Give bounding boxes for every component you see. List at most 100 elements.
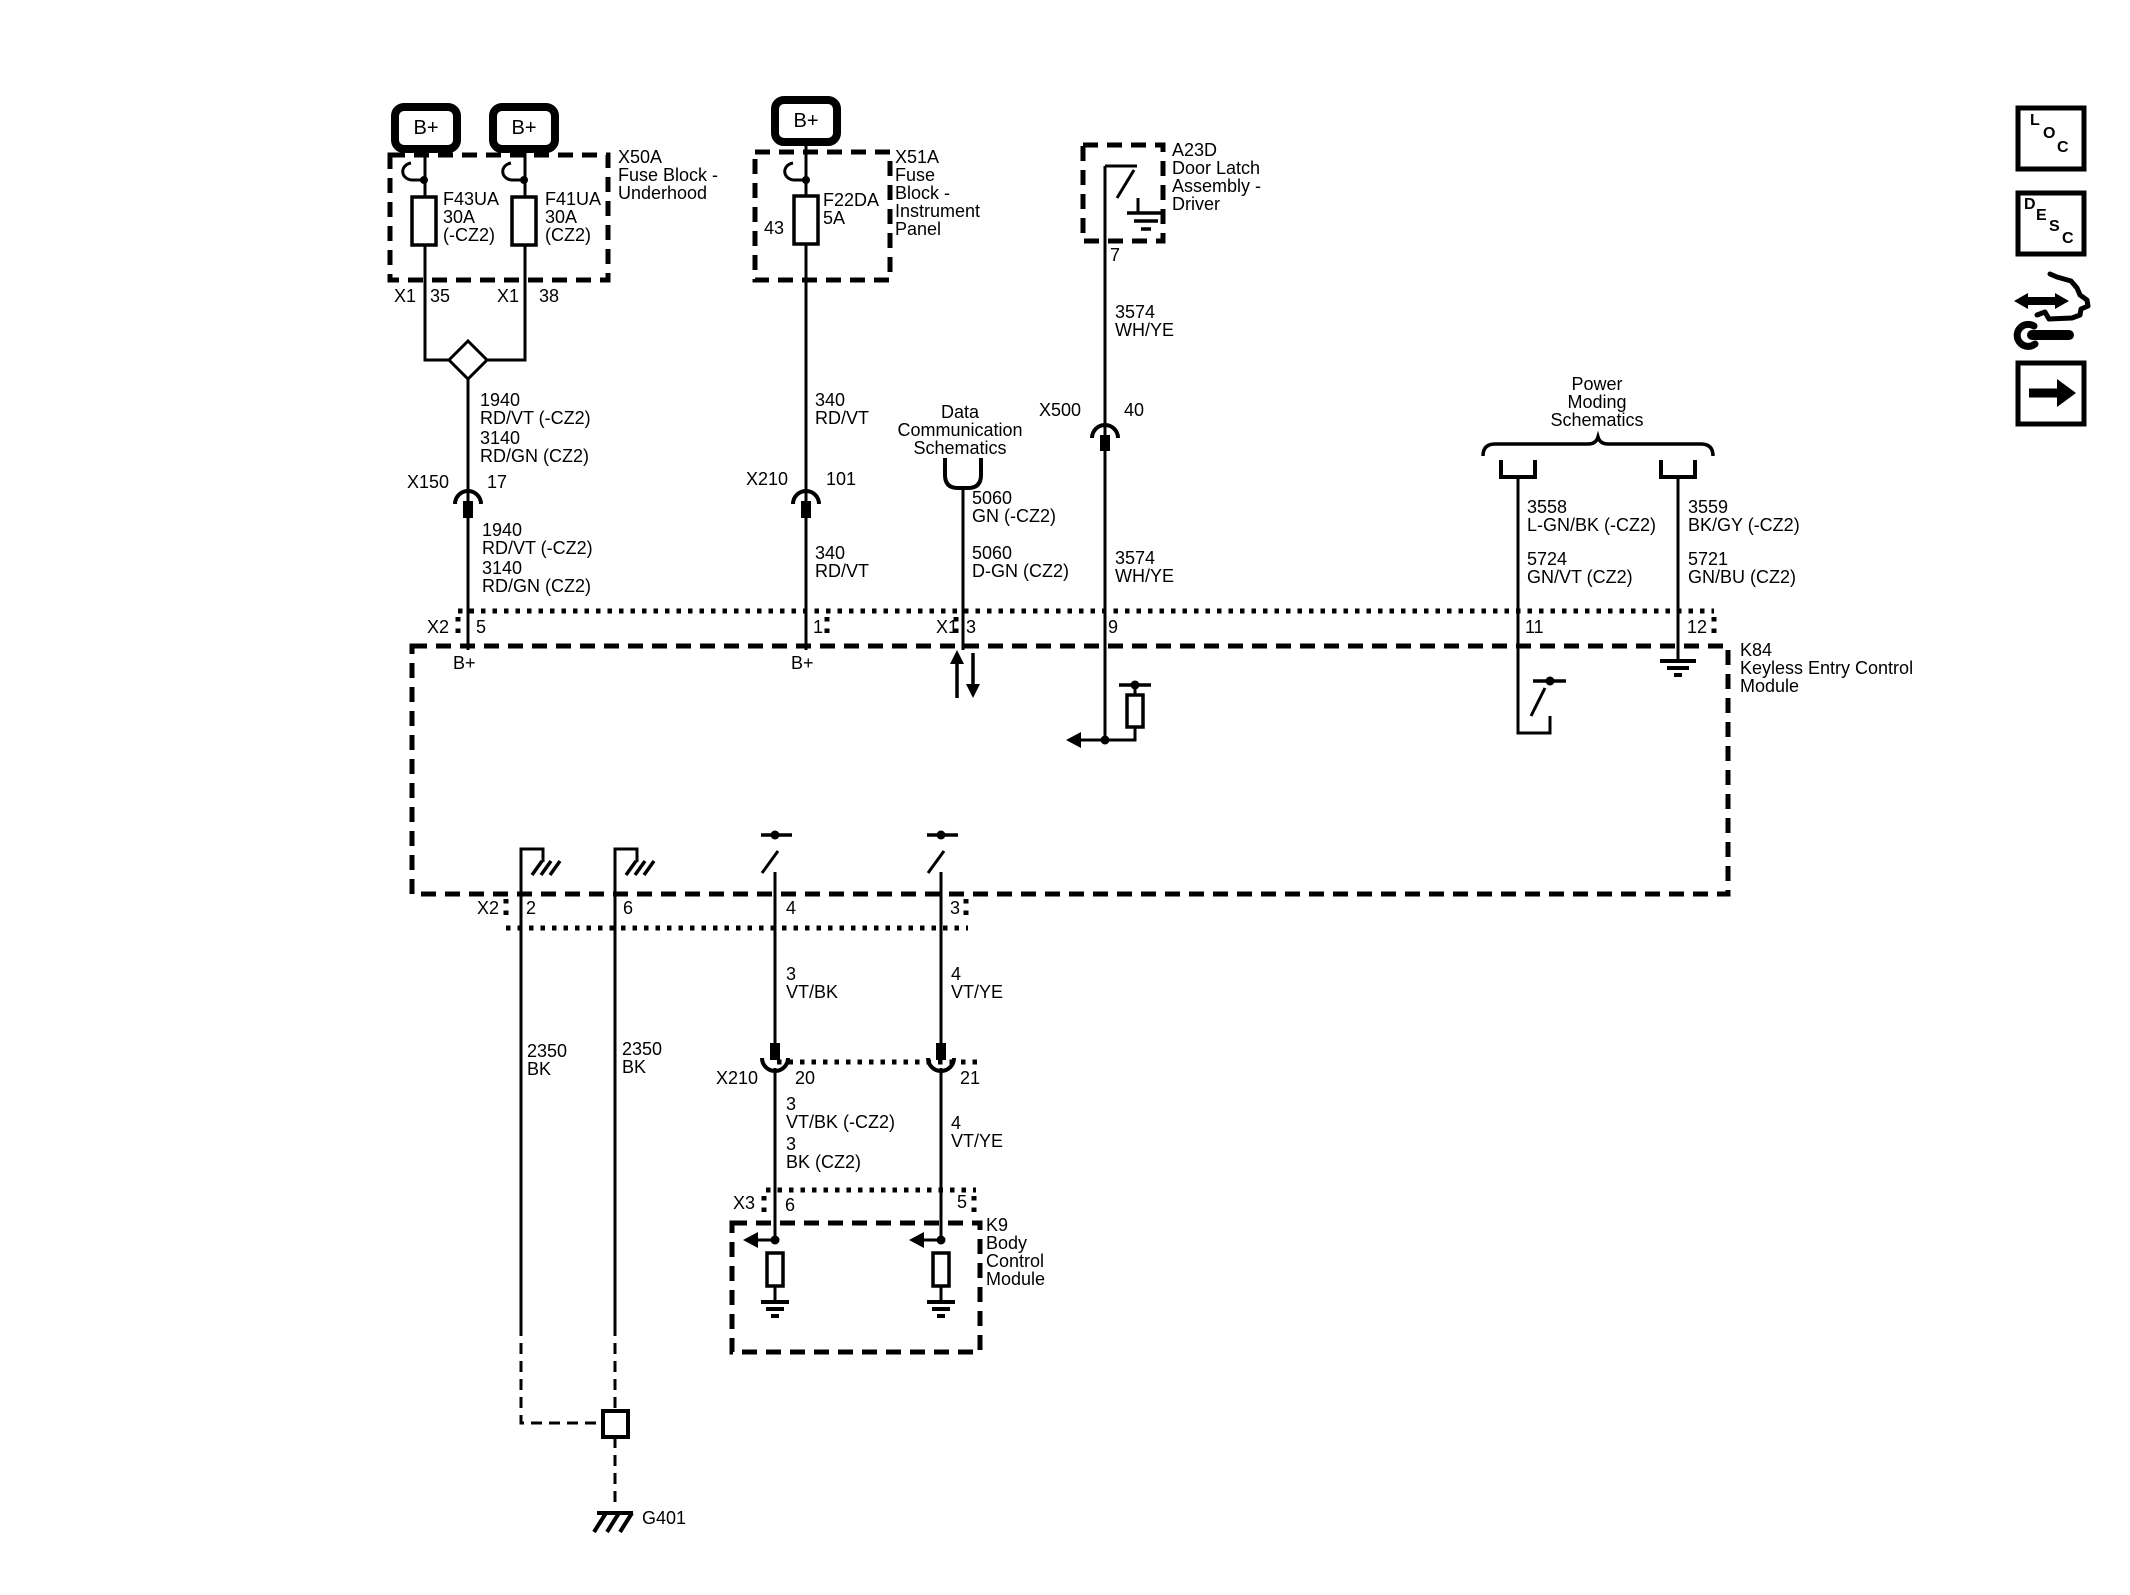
- connector-x210-lower-20: [760, 1043, 790, 1073]
- x210-upper-pin-num: 101: [826, 469, 857, 489]
- k9-module-box: [729, 1220, 983, 1355]
- x150-pin-num: 17: [487, 472, 508, 492]
- connector-x210-lower-21: [926, 1043, 956, 1073]
- k84-bottom-conn-x2: X2: [477, 898, 500, 918]
- k9-conn-x3: X3: [733, 1193, 756, 1213]
- ground-splice-block: [601, 1409, 630, 1439]
- bplus-terminal-label: B+: [793, 110, 819, 132]
- pin3-switch: [926, 830, 958, 874]
- k84-pin-11: 11: [1525, 617, 1544, 637]
- k84-top-conn-x1: X1: [936, 617, 959, 637]
- loc-icon: C: [2057, 139, 2069, 156]
- k84-module-box: [409, 643, 1731, 897]
- k84-top-conn-x2: X2: [427, 617, 450, 637]
- k9-pin-6: 6: [785, 1195, 796, 1215]
- x50a-pin2-num: 38: [539, 286, 560, 306]
- x500-connector-name: X500: [1039, 400, 1082, 420]
- pin11-switch: [1529, 676, 1566, 717]
- k84-pin-12: 12: [1687, 617, 1708, 637]
- loc-icon: O: [2043, 125, 2056, 142]
- k84-pin-3: 3: [966, 617, 977, 637]
- data-comm-stub: [943, 458, 983, 490]
- k84-pin-5: 5: [476, 617, 487, 637]
- k84-interior-symbols: [530, 650, 1696, 877]
- k9-input-6: [743, 1232, 789, 1318]
- power-moding-stub-left: [1499, 460, 1537, 479]
- x50a-pin1-num: 35: [430, 286, 451, 306]
- fuse-f43ua-symbol: [401, 161, 438, 247]
- pin9-input-driver: [1066, 680, 1151, 748]
- x51a-fuse-block-box: [752, 149, 893, 283]
- loc-button-frame[interactable]: [2015, 105, 2087, 172]
- k84-pin-2: 2: [526, 898, 537, 918]
- k84-pin-6: 6: [623, 898, 634, 918]
- pin4-switch: [760, 830, 792, 874]
- next-page-button[interactable]: [2015, 360, 2087, 427]
- k9-pin-5: 5: [957, 1192, 968, 1212]
- data-bidirectional-arrows: [950, 650, 980, 698]
- wires-dashed: [519, 1325, 617, 1509]
- fuse-f22da-symbol: [783, 161, 820, 246]
- bplus-terminal-label: B+: [511, 117, 537, 139]
- bplus-terminal-label: B+: [413, 117, 439, 139]
- power-moding-stub-right: [1659, 460, 1697, 479]
- x50a-pin1-conn: X1: [394, 286, 417, 306]
- k9-input-5: [909, 1232, 955, 1318]
- car-outline: [2034, 271, 2091, 322]
- a23d-switch-symbol: [1105, 164, 1165, 231]
- x50a-fuse-block-box: [387, 152, 611, 283]
- k84-pin-4: 4: [786, 898, 797, 918]
- k84-bplus-left: B+: [453, 653, 476, 673]
- diagnostic-car-icon[interactable]: [2013, 271, 2091, 350]
- pin2-chassis-ground: [530, 859, 562, 877]
- x210-lower-pin-21: 21: [960, 1068, 981, 1088]
- k84-pin-3b: 3: [950, 898, 961, 918]
- pin12-ground: [1660, 659, 1696, 677]
- fuse-symbols: [401, 161, 820, 247]
- battery-terminal-boxes: [391, 96, 841, 153]
- x210-lower-connector-name: X210: [716, 1068, 759, 1088]
- harness-connector-lines: [455, 608, 1717, 1217]
- power-moding-brace: [1481, 430, 1715, 457]
- x500-pin-num: 40: [1124, 400, 1145, 420]
- g401-ground-symbol: [592, 1511, 634, 1534]
- fuse-f41ua-symbol: [501, 161, 538, 247]
- a23d-pin-num: 7: [1110, 245, 1121, 265]
- a23d-door-latch-box: [1080, 142, 1166, 244]
- connector-x150: [453, 489, 483, 518]
- k9-interior-symbols: [743, 1232, 955, 1318]
- inline-connector-symbols: [453, 423, 1120, 1073]
- desc-button-frame[interactable]: [2015, 190, 2087, 257]
- desc-icon: S: [2049, 218, 2060, 235]
- pin6-chassis-ground: [624, 859, 656, 877]
